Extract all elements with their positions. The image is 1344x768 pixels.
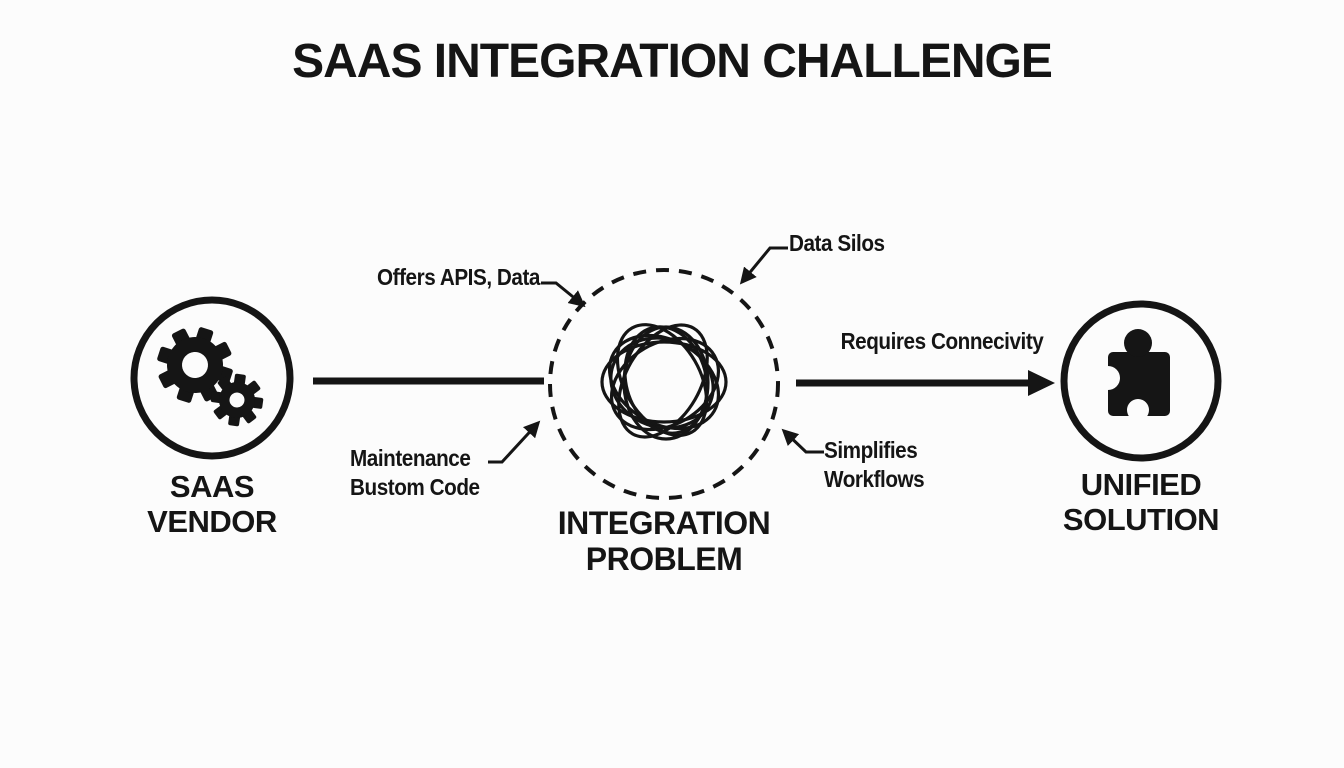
gears-icon (157, 327, 264, 427)
integration-problem-node (548, 268, 780, 500)
annotation-maintenance-line1: Maintenance (350, 445, 471, 471)
saas-vendor-node (130, 296, 294, 460)
unified-solution-node (1060, 300, 1222, 462)
tangle-icon (600, 323, 728, 441)
unified-solution-label: UNIFIED SOLUTION (1058, 467, 1224, 537)
simplifies-arrow (781, 428, 824, 454)
integration-problem-label: INTEGRATION PROBLEM (544, 505, 784, 578)
integration-problem-label-line1: INTEGRATION (557, 505, 771, 541)
annotation-maintenance-line2: Bustom Code (350, 473, 480, 500)
annotation-offers-apis-data: Offers APIS, Data (377, 264, 540, 290)
annotation-simplifies-workflows: Simplifies Workflows (824, 436, 925, 494)
unified-solution-label-line1: UNIFIED (1080, 467, 1202, 502)
problem-to-solution-arrow (796, 370, 1055, 396)
annotation-simplifies-line2: Workflows (824, 465, 925, 492)
page-title: SAAS INTEGRATION CHALLENGE (292, 35, 1053, 88)
annotation-data-silos: Data Silos (789, 230, 885, 256)
unified-solution-label-line2: SOLUTION (1062, 501, 1220, 537)
annotation-requires-connectivity: Requires Connecivity (840, 328, 1044, 354)
annotation-maintenance-custom-code: Maintenance Bustom Code (350, 444, 480, 502)
maintenance-arrow (488, 420, 541, 464)
integration-problem-label-line2: PROBLEM (585, 540, 743, 577)
dashed-circle (548, 268, 780, 500)
saas-vendor-label: SAAS VENDOR (147, 469, 277, 539)
annotation-simplifies-line1: Simplifies (824, 437, 918, 463)
puzzle-piece-icon (1096, 329, 1170, 421)
